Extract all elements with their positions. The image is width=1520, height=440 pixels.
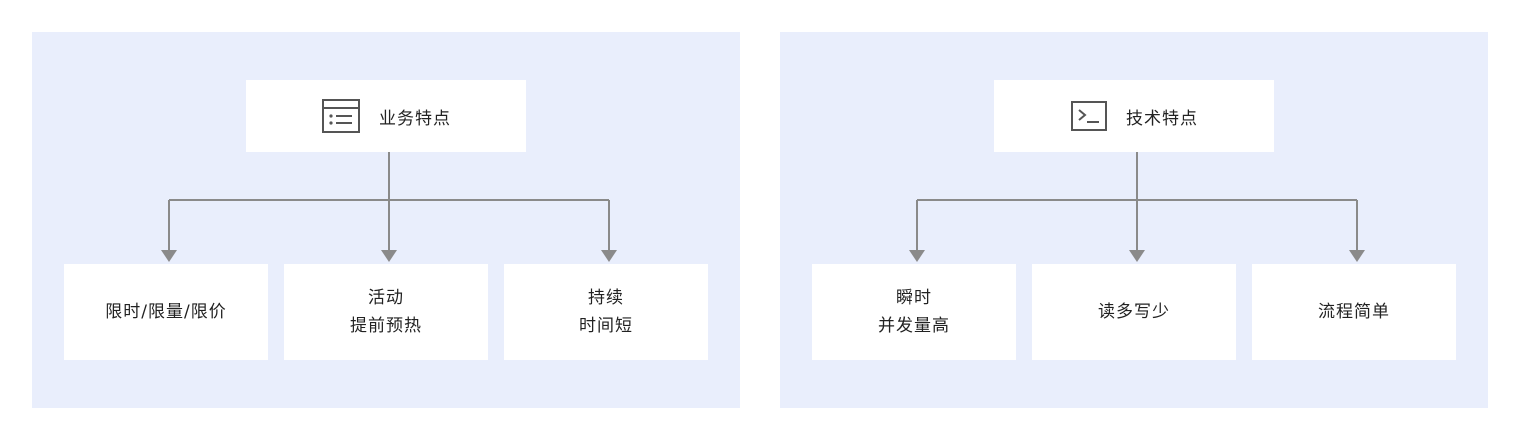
arrow-down-icon — [1129, 250, 1145, 262]
child-node: 流程简单 — [1252, 264, 1456, 360]
child-node-line: 提前预热 — [350, 316, 422, 336]
arrow-down-icon — [1349, 250, 1365, 262]
root-node-label: 业务特点 — [379, 108, 451, 129]
arrow-down-icon — [161, 250, 177, 262]
arrow-down-icon — [601, 250, 617, 262]
arrow-down-icon — [909, 250, 925, 262]
child-node-line: 时间短 — [579, 316, 633, 336]
root-node-label: 技术特点 — [1126, 108, 1198, 129]
root-node-technical: 技术特点 — [994, 80, 1274, 152]
child-node-line: 读多写少 — [1098, 302, 1170, 322]
tree-connectors — [161, 152, 617, 262]
child-node-line: 持续 — [588, 288, 624, 308]
child-node-line: 活动 — [368, 288, 404, 308]
child-node-line: 并发量高 — [878, 316, 950, 336]
root-node-business: 业务特点 — [246, 80, 526, 152]
arrow-down-icon — [381, 250, 397, 262]
tree-connectors — [909, 152, 1365, 262]
terminal-icon — [1070, 100, 1108, 132]
child-node: 读多写少 — [1032, 264, 1236, 360]
list-window-icon — [321, 98, 361, 134]
child-node-line: 流程简单 — [1318, 302, 1390, 322]
child-node-line: 瞬时 — [896, 288, 932, 308]
technical-features-panel: 技术特点 瞬时 并发量高 读多写少 流程简单 — [780, 32, 1488, 408]
child-node-line: 限时/限量/限价 — [105, 302, 227, 322]
child-node: 持续 时间短 — [504, 264, 708, 360]
child-node: 限时/限量/限价 — [64, 264, 268, 360]
child-node: 瞬时 并发量高 — [812, 264, 1016, 360]
business-features-panel: 业务特点 限时/限量/限价 活动 提前预热 持续 时间短 — [32, 32, 740, 408]
child-node: 活动 提前预热 — [284, 264, 488, 360]
